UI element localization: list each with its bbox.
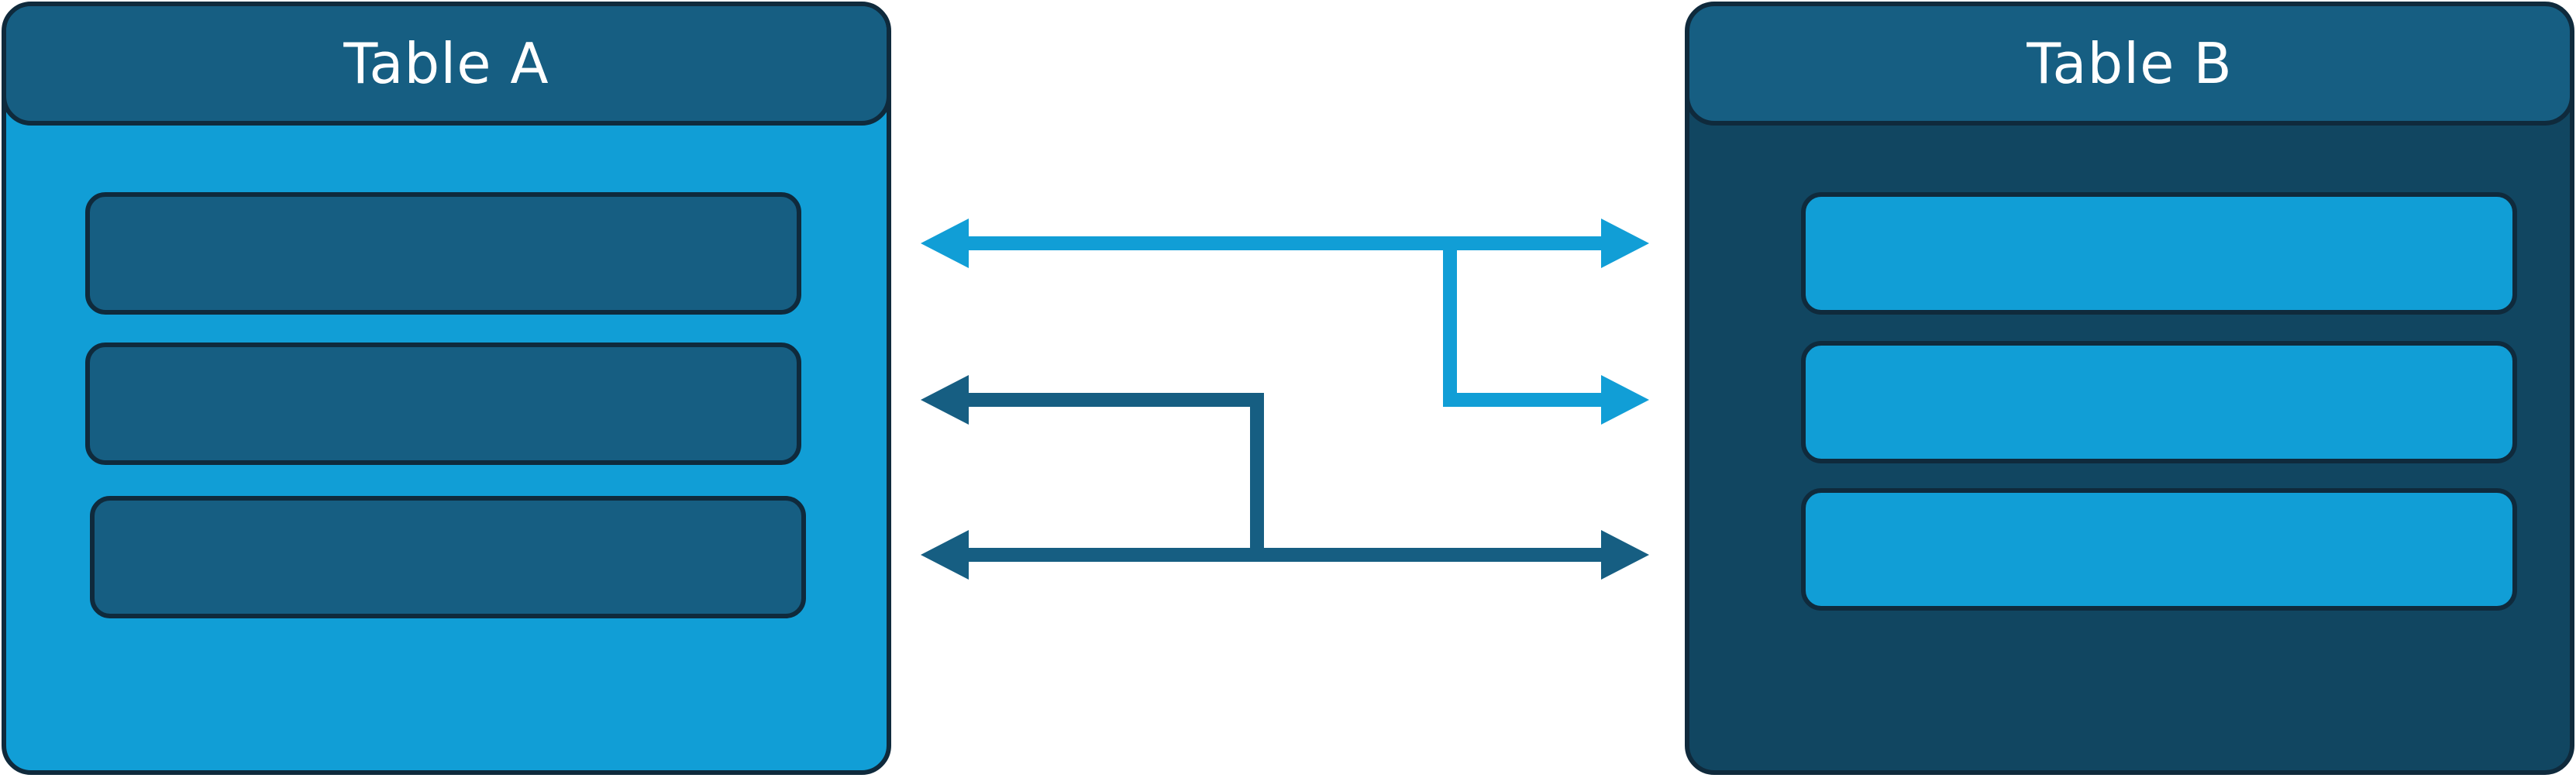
table-b-title: Table B: [2027, 31, 2233, 96]
table-a-row-2: [85, 343, 801, 465]
table-a-title: Table A: [343, 31, 549, 96]
table-b: Table B: [1685, 2, 2574, 775]
table-b-row-3: [1801, 488, 2517, 611]
arrowhead-left-icon: [921, 375, 969, 425]
table-b-row-1: [1801, 192, 2517, 315]
arrowhead-right-icon: [1601, 219, 1649, 268]
arrowhead-right-icon: [1601, 375, 1649, 425]
table-a: Table A: [2, 2, 891, 775]
arrowhead-left-icon: [921, 530, 969, 580]
connector-dark: [921, 375, 1649, 580]
arrowhead-right-icon: [1601, 530, 1649, 580]
table-a-row-1: [85, 192, 801, 315]
table-b-row-2: [1801, 341, 2517, 463]
arrowhead-left-icon: [921, 219, 969, 268]
connector-light-branch-line: [1443, 243, 1604, 407]
table-a-header: Table A: [6, 6, 887, 126]
table-b-header: Table B: [1689, 6, 2570, 126]
table-a-row-3: [90, 496, 806, 618]
connector-dark-branch-line: [966, 393, 1264, 555]
connector-light: [921, 219, 1649, 425]
